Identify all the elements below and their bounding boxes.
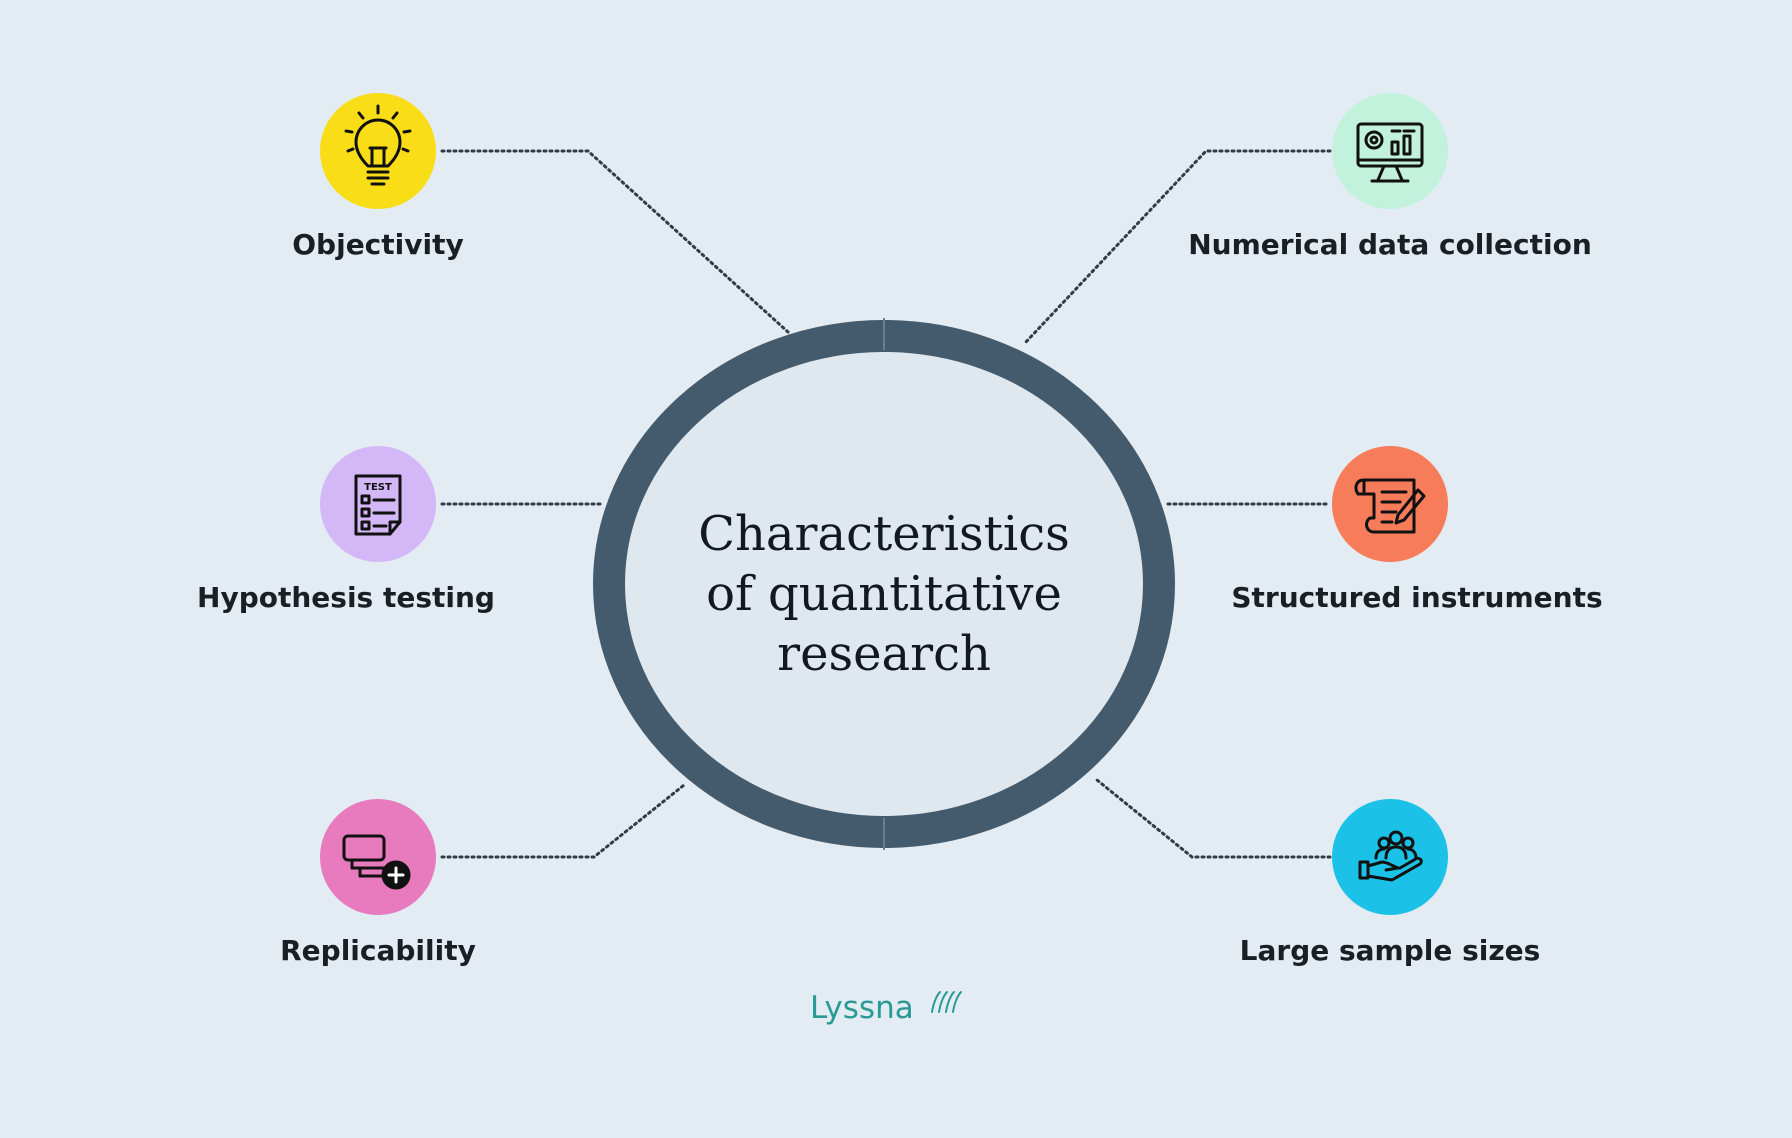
connector-large-sample-sizes [1095, 778, 1332, 859]
badge-large-sample-sizes [1332, 799, 1448, 915]
connector-numerical-data-collection [1023, 149, 1332, 345]
label-hypothesis-testing: Hypothesis testing [197, 581, 495, 614]
central-ring [593, 318, 1175, 850]
label-structured-instruments: Structured instruments [1231, 581, 1602, 614]
brand-wordmark: Lyssna [810, 990, 914, 1026]
title-line-2: of quantitative [706, 566, 1062, 622]
badge-structured-instruments [1332, 446, 1448, 562]
title-line-1: Characteristics [698, 506, 1069, 562]
center-title: Characteristics of quantitative research [698, 506, 1069, 682]
brand-wave-mark [931, 991, 962, 1013]
lightbulb-icon [344, 104, 412, 186]
badge-objectivity [320, 93, 436, 209]
node-objectivity: Objectivity [292, 93, 464, 261]
label-replicability: Replicability [280, 934, 476, 967]
brand-logo: Lyssna [810, 990, 962, 1026]
monitor-dashboard-icon [1356, 122, 1424, 183]
node-large-sample-sizes: Large sample sizes [1240, 799, 1541, 967]
document-pen-icon [1354, 478, 1426, 534]
badge-hypothesis-testing [320, 446, 436, 562]
test-checklist-icon [354, 474, 402, 536]
connector-objectivity [440, 149, 790, 334]
badge-replicability [320, 799, 436, 915]
copy-add-icon [342, 834, 411, 890]
node-structured-instruments: Structured instruments [1231, 446, 1603, 614]
node-numerical-data-collection: Numerical data collection [1188, 93, 1592, 261]
connector-replicability [440, 783, 686, 859]
node-replicability: Replicability [280, 799, 476, 967]
label-numerical-data-collection: Numerical data collection [1188, 228, 1592, 261]
label-objectivity: Objectivity [292, 228, 464, 261]
test-icon-label: TEST [364, 482, 392, 493]
badge-numerical-data-collection [1332, 93, 1448, 209]
connectors [440, 149, 1332, 859]
title-line-3: research [777, 626, 991, 682]
node-hypothesis-testing: TEST Hypothesis testing [197, 446, 495, 614]
label-large-sample-sizes: Large sample sizes [1240, 934, 1541, 967]
people-in-hand-icon [1358, 830, 1423, 882]
